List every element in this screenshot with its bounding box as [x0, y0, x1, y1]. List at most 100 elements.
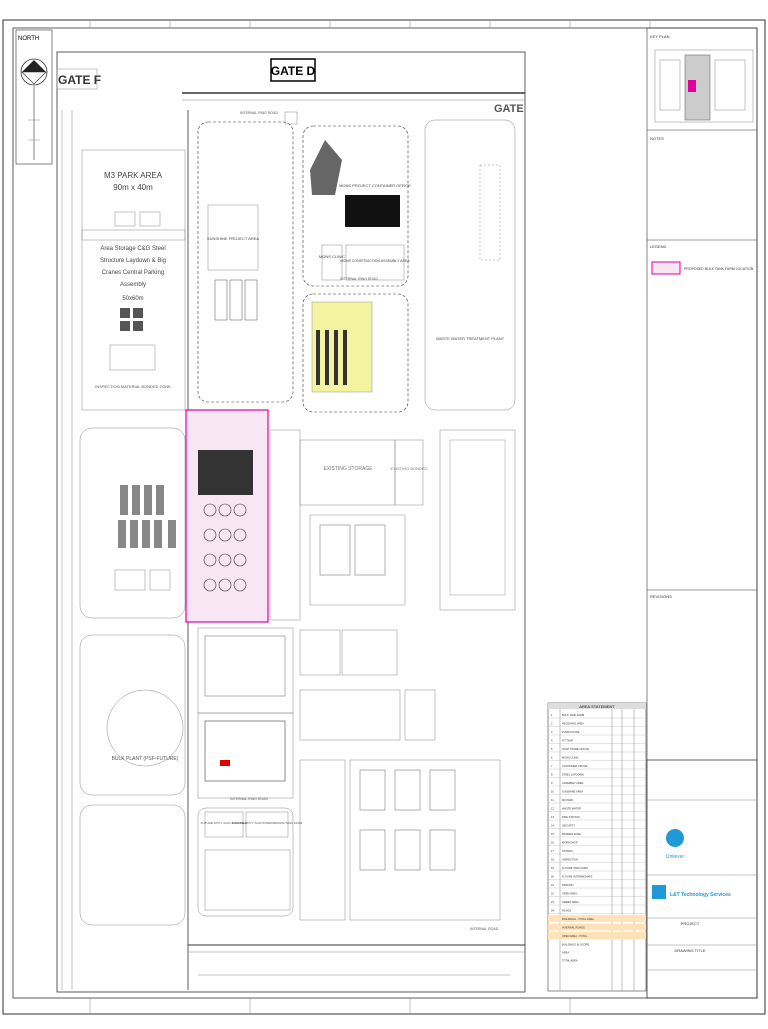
title-block [646, 759, 758, 999]
area-row-label: PUMP HOUSE [562, 730, 580, 734]
project-label: PROJECT [681, 921, 700, 926]
area-row-label: STEEL LAYDOWN [562, 773, 584, 777]
process-equipment-mid [319, 524, 386, 576]
internal-road-label: INTERNAL ROAD [470, 927, 499, 931]
area-row-label: BONDED ZONE [562, 832, 581, 836]
area-row-label: OPEN AREA [562, 892, 577, 896]
sunshine-equipment [214, 279, 258, 321]
ring-road-label-2: INTERNAL RING ROAD [340, 277, 378, 281]
area-row-number: 22 [551, 892, 554, 896]
area-row-number: 18 [551, 858, 554, 862]
area-row-label: SOAP STORE OFFICE [562, 747, 589, 751]
gate-d-label: GATE D [271, 64, 316, 78]
area-row-label: RECEIVING AREA [562, 722, 584, 726]
tank-farm-equipment [198, 450, 253, 592]
gate-e-label: GATE [494, 103, 524, 115]
area-row-label: ASSEMBLY AREA [562, 781, 584, 785]
area-row-number: 11 [551, 798, 554, 802]
container-office-shape [310, 140, 342, 195]
area-row-label: STORES [562, 849, 573, 853]
area-statement-rows: 1 BULK TANK FARM 2 RECEIVING AREA 3 PUMP HOUS… [548, 713, 646, 963]
key-plan-label: KEY PLAN [650, 34, 670, 39]
key-plan-box [654, 49, 754, 123]
area-row-number: 16 [551, 841, 554, 845]
area-statement-title: AREA STATEMENT [579, 704, 615, 709]
existing-storage-label: EXISTING STORAGE [323, 466, 373, 472]
area-statement-table [547, 702, 647, 992]
area-subtotal-row [548, 923, 646, 931]
sunshine-label: SUNSHINE PROJECT AREA [207, 236, 259, 241]
revisions-label: REVISIONS [650, 594, 672, 599]
proposed-bulk-tank-farm [185, 409, 269, 623]
m3-park-size: 90m x 40m [113, 183, 153, 192]
m3-park-area [81, 149, 186, 241]
area-subtotal-row [548, 915, 646, 922]
sunshine-block [197, 121, 294, 403]
area-row-number: 20 [551, 875, 554, 879]
storage-line-4: Assembly [120, 282, 146, 288]
north-label: NORTH [18, 36, 39, 42]
future-right-label: FUTURE FATTY ACID INTERMEDIATE TANK FARM [232, 821, 303, 825]
area-row-number: 10 [551, 790, 554, 794]
area-row-number: 7 [551, 764, 553, 768]
area-row-number: 23 [551, 900, 554, 904]
bulk-plant-circle [106, 689, 184, 767]
area-row-number: 15 [551, 832, 554, 836]
area-subtotal-label: BUILDINGS - TOTAL AREA [562, 917, 594, 921]
area-row-number: 3 [551, 730, 553, 734]
existing-bonded-label: EXISTING BONDED [391, 466, 428, 471]
yellow-zone [311, 301, 373, 393]
storage-line-1: Area Storage C&G Steel [100, 246, 165, 252]
area-row-label: FUTURE INTERMEDIATE [562, 875, 593, 879]
legend-label: LEGEND [650, 244, 667, 249]
storage-area [81, 229, 186, 411]
area-row-label: FIT TANK [562, 739, 574, 743]
area-row-number: 5 [551, 747, 553, 751]
company-unilever: Unilever [666, 854, 685, 860]
legend-swatch [651, 261, 681, 275]
waste-water-label: WASTE WATER TREATMENT PLANT [436, 336, 505, 341]
area-row-number: 17 [551, 849, 554, 853]
clinic-label: MONS CLINIC [319, 254, 345, 259]
area-row-label: FIRE STATION [562, 815, 580, 819]
storage-line-3: Cranes Central Parking [102, 270, 164, 276]
area-subtotal-row [548, 932, 646, 939]
inspection-label: INSPECTION MATERIAL BONDED ZONE [95, 384, 171, 389]
legend-item: PROPOSED BULK TANK FARM LOCATION [684, 267, 754, 271]
north-arrow-icon [20, 58, 48, 160]
area-row-number: 21 [551, 883, 554, 887]
area-row-label: INSPECTION [562, 858, 578, 862]
area-row-number: 19 [551, 866, 554, 870]
area-row-label: SUNSHINE AREA [562, 790, 583, 794]
area-row-label: WORKSHOP [562, 841, 578, 845]
area-row-number: 1 [551, 713, 553, 717]
storage-line-5: 50x60m [122, 296, 143, 302]
equipment-grid-left [114, 485, 176, 591]
area-subtotal-label: OPEN AREA - TOTAL [562, 934, 588, 938]
gate-f-label: GATE F [58, 73, 101, 87]
area-subtotal-label: INTERNAL ROADS [562, 926, 585, 930]
gate-d-box [270, 58, 316, 82]
unilever-logo-icon [666, 829, 684, 847]
area-row-number: 8 [551, 773, 553, 777]
area-row-label: WASTE WATER [562, 807, 581, 811]
bulk-plant-label: BULK PLANT (PSF-FUTURE) [112, 756, 179, 762]
area-row-number: 2 [551, 722, 553, 726]
ring-road-label-1: INTERNAL RING ROAD [240, 111, 278, 115]
area-row-number: 24 [551, 909, 554, 913]
area-row-number: 6 [551, 756, 553, 760]
area-row-label: M3 PARK [562, 798, 573, 802]
area-row-label: BULK TANK FARM [562, 713, 584, 717]
area-row-label: FUTURE TANK FARM [562, 866, 588, 870]
future-left-label: FUTURE FATTY ACID & REFINED [201, 821, 249, 825]
company-lts: L&T Technology Services [670, 892, 731, 898]
container-office-block [345, 195, 400, 227]
border-grid-ticks [89, 20, 651, 1014]
area-row-number: 4 [551, 739, 553, 743]
tank-bay-icons [316, 330, 347, 385]
drawing-title-label: DRAWING TITLE [674, 948, 705, 953]
container-office-label: MONS PROJECT CONTAINER OFFICE [339, 183, 411, 188]
area-row-label: PARKING [562, 883, 573, 887]
